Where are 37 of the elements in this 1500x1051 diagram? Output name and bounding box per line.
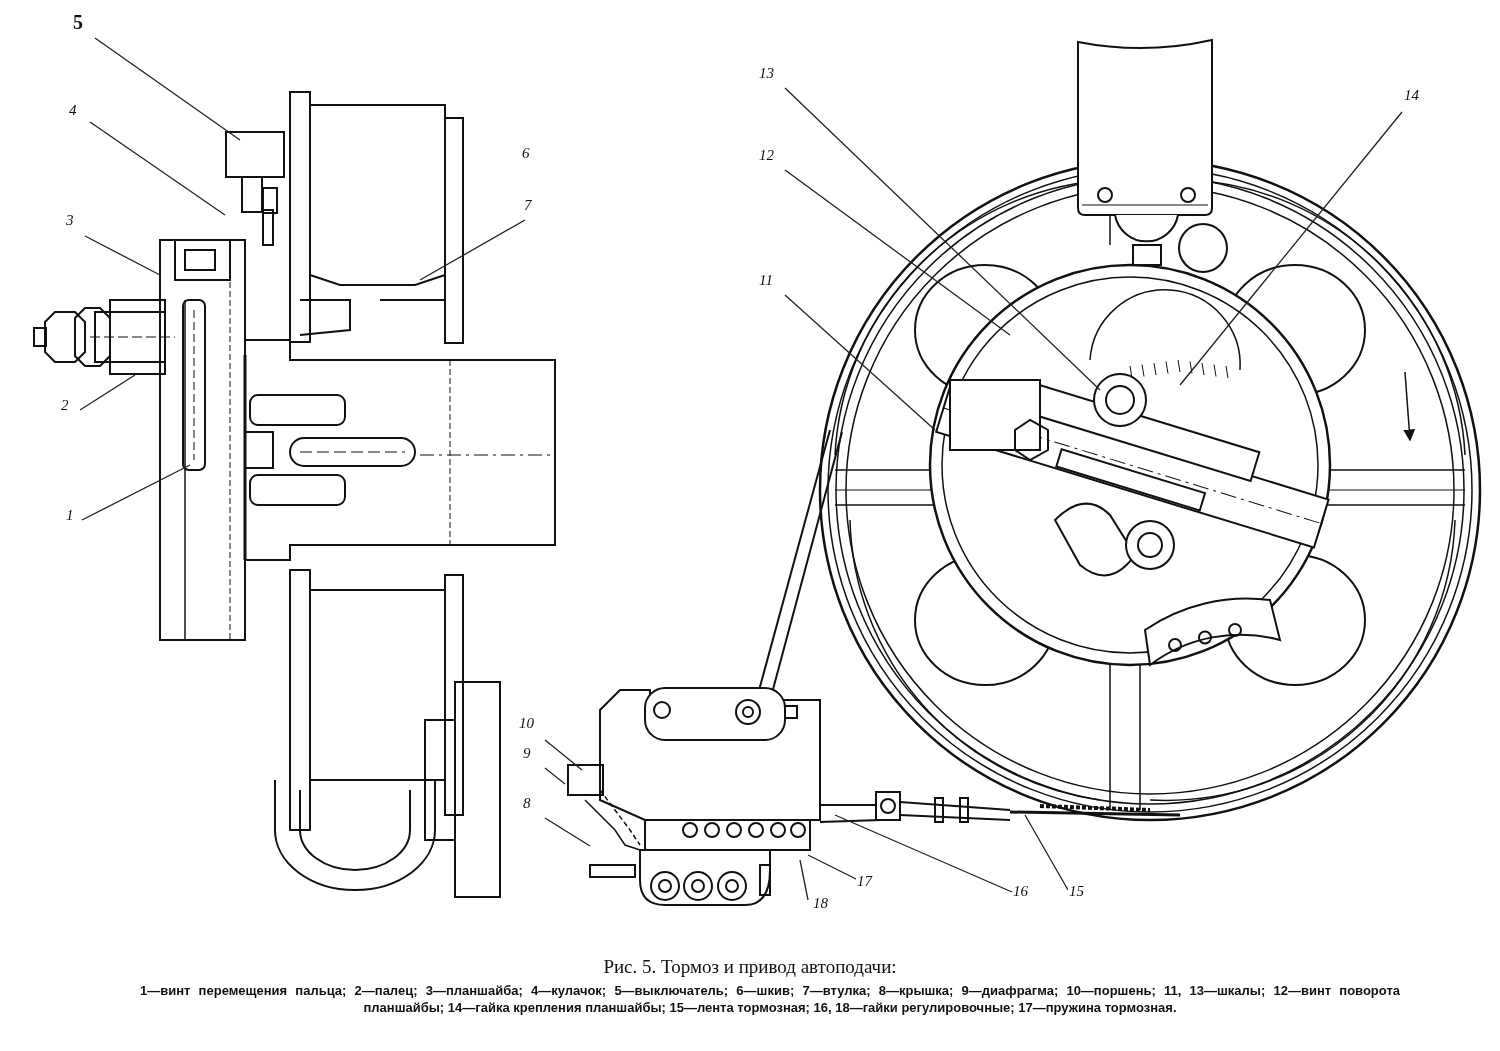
leader-line — [94, 37, 241, 141]
leader-line — [1179, 111, 1403, 386]
callout-number: 7 — [523, 198, 533, 213]
leader-line — [544, 739, 583, 771]
callout-number: 8 — [522, 796, 532, 811]
callout-number: 10 — [518, 716, 535, 731]
callout-number: 16 — [1012, 884, 1029, 899]
leader-line — [89, 121, 226, 216]
leader-line — [799, 859, 809, 901]
callout-number: 1 — [65, 508, 75, 523]
figure-caption: Рис. 5. Тормоз и привод автоподачи: — [602, 955, 898, 979]
leader-line — [419, 219, 526, 281]
leader-line — [807, 854, 859, 881]
figure-legend-text: 1—винт перемещения пальца; 2—палец; 3—планшайба; 4—кулачок; 5—выключатель; 6—шкив; 7—втулка; 8—крышка; 9—диафрагма; 10—поршень; 11, 13—шкалы; 12—винт поворота планшайбы; 14—гайка крепления планшайбы; 15—лента тормозная; 16, 18—гайки регулировочные; 17—пружина тормозная. — [140, 982, 1400, 1016]
leader-line — [784, 294, 936, 431]
callout-number: 3 — [65, 213, 75, 228]
callout-number: 11 — [758, 273, 774, 288]
leader-line — [784, 87, 1101, 391]
callout-number: 4 — [68, 103, 78, 118]
leader-line — [84, 235, 161, 276]
leader-line — [834, 814, 1013, 893]
callout-number: 9 — [522, 746, 532, 761]
callout-number: 18 — [812, 896, 829, 911]
callout-number: 5 — [72, 12, 84, 32]
leader-line — [784, 169, 1011, 336]
callout-number: 14 — [1403, 88, 1420, 103]
callout-number: 13 — [758, 66, 775, 81]
callout-number: 2 — [60, 398, 70, 413]
leader-line — [1024, 814, 1069, 891]
callout-number: 17 — [856, 874, 873, 889]
leader-line — [544, 817, 591, 847]
callout-number: 15 — [1068, 884, 1085, 899]
leader-line — [79, 374, 136, 411]
callout-number: 12 — [758, 148, 775, 163]
callout-number: 6 — [522, 144, 530, 163]
leader-line — [81, 464, 191, 521]
leader-line — [544, 767, 566, 785]
